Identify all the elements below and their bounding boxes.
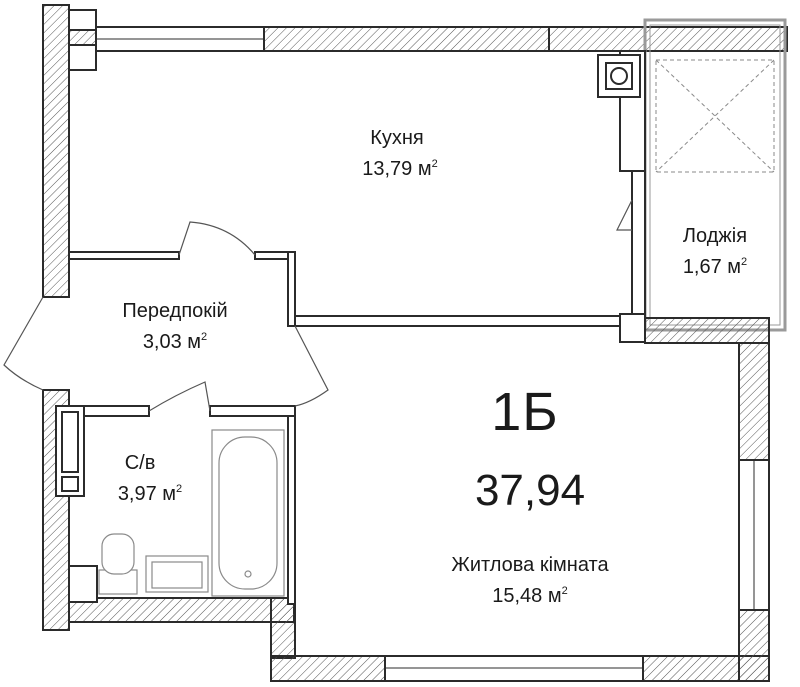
apartment-code: 1Б bbox=[491, 382, 559, 442]
wall-corner-block bbox=[68, 9, 97, 31]
loggia-skylight bbox=[655, 59, 775, 173]
vent-icon bbox=[610, 67, 628, 85]
wall-corner-block bbox=[68, 44, 97, 71]
room-area-living: 15,48 м2 bbox=[492, 585, 568, 607]
loggia-glazing bbox=[643, 18, 787, 332]
wall-bottom-step bbox=[270, 597, 296, 659]
door-loggia-swing bbox=[616, 199, 633, 231]
wall-top-right bbox=[548, 26, 788, 52]
interior-walls bbox=[55, 50, 770, 605]
room-name-bathroom: С/в bbox=[124, 452, 156, 474]
doors bbox=[3, 199, 633, 412]
room-area-bathroom: 3,97 м2 bbox=[117, 483, 183, 505]
wall-left-upper bbox=[42, 4, 70, 298]
bath-fixtures bbox=[98, 429, 285, 597]
wall-kitchen-loggia-lower bbox=[631, 170, 646, 317]
room-name-loggia: Лоджія bbox=[682, 225, 748, 247]
bathtub-drain bbox=[244, 570, 252, 578]
toilet-bowl bbox=[101, 533, 135, 575]
room-area-kitchen: 13,79 м2 bbox=[362, 158, 438, 180]
wall-hall-living bbox=[287, 405, 296, 605]
room-area-hallway: 3,03 м2 bbox=[142, 331, 208, 353]
door-living-swing bbox=[294, 325, 329, 407]
wall-bath-top-right bbox=[209, 405, 296, 417]
apartment-total-area: 37,94 bbox=[474, 466, 586, 515]
room-name-hallway: Передпокій bbox=[122, 300, 228, 322]
wall-left-stub bbox=[68, 565, 98, 603]
outer-walls bbox=[42, 4, 788, 682]
door-kitchen-swing bbox=[178, 221, 256, 256]
wall-kitchen-hall bbox=[68, 251, 180, 260]
wall-bottom-bath bbox=[68, 597, 295, 623]
door-entrance-swing bbox=[3, 296, 44, 391]
door-bath-swing bbox=[148, 381, 211, 412]
wall-hall-living-top bbox=[287, 251, 296, 327]
wall-loggia-living bbox=[644, 317, 770, 344]
wall-junction bbox=[619, 313, 646, 343]
room-name-kitchen: Кухня bbox=[370, 127, 424, 149]
room-name-living: Житлова кімната bbox=[451, 554, 609, 576]
room-area-loggia: 1,67 м2 bbox=[682, 256, 748, 278]
wall-kitchen-living bbox=[291, 315, 623, 327]
